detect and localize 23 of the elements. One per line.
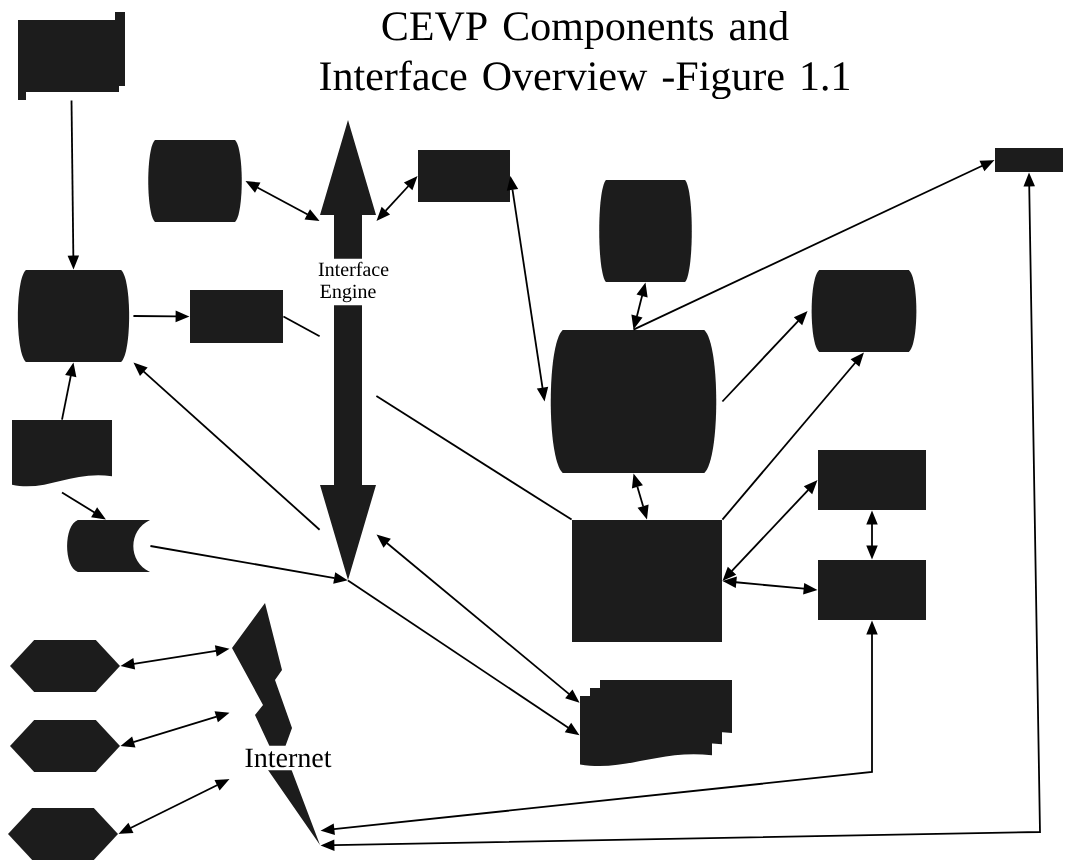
hexagon-shape [8, 808, 118, 860]
shape-label: Interface Engine [315, 258, 389, 306]
stored-data-shape [17, 270, 130, 362]
process-box [818, 560, 926, 620]
hexagon-shape [10, 720, 120, 772]
stored-data-shape [599, 180, 692, 282]
process-box [818, 450, 926, 510]
document-shape [580, 680, 732, 766]
connector-line [375, 395, 573, 521]
stored-data-shape [67, 520, 150, 572]
process-box [190, 290, 283, 343]
document-shape [12, 420, 112, 487]
scroll-shape [18, 12, 125, 100]
connector-line [282, 315, 321, 338]
process-box [572, 520, 722, 642]
stored-data-shape [148, 140, 242, 222]
process-box [995, 148, 1063, 172]
shape-label: Internet [240, 745, 336, 771]
hexagon-shape [10, 640, 120, 692]
stored-data-shape [811, 270, 917, 352]
process-box [418, 150, 510, 202]
stored-data-shape [550, 330, 717, 473]
title: CEVP Components and Interface Overview -Figure 1.1 [320, 10, 849, 100]
